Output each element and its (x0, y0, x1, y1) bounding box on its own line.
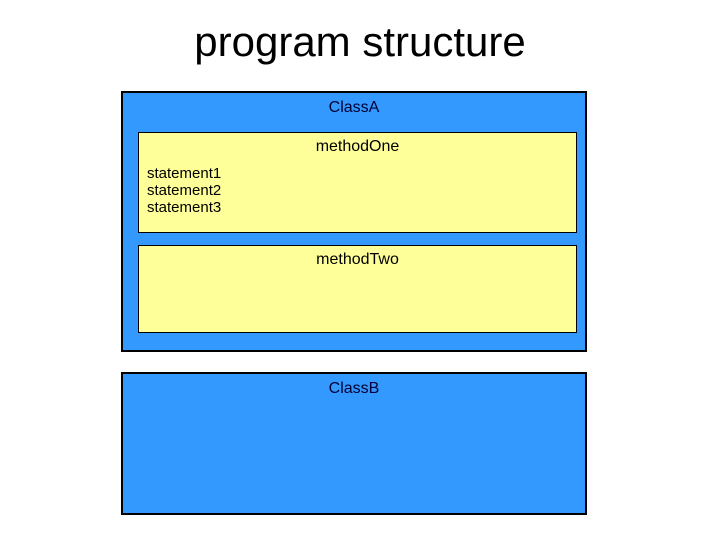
class-b-box: ClassB (121, 372, 587, 515)
method-two-label: methodTwo (316, 251, 399, 268)
class-b-label: ClassB (328, 380, 380, 397)
statement-line: statement1 (147, 165, 222, 182)
method-one-statements: statement1 statement2 statement3 (139, 165, 576, 216)
method-one-box: methodOne statement1 statement2 statemen… (138, 132, 577, 233)
method-one-label: methodOne (315, 138, 400, 155)
statement-line: statement3 (147, 199, 222, 216)
statement-line: statement2 (147, 182, 222, 199)
class-a-box: ClassA methodOne statement1 statement2 s… (121, 91, 587, 352)
method-two-box: methodTwo (138, 245, 577, 333)
class-a-label: ClassA (328, 99, 380, 116)
slide-title: program structure (194, 18, 526, 65)
